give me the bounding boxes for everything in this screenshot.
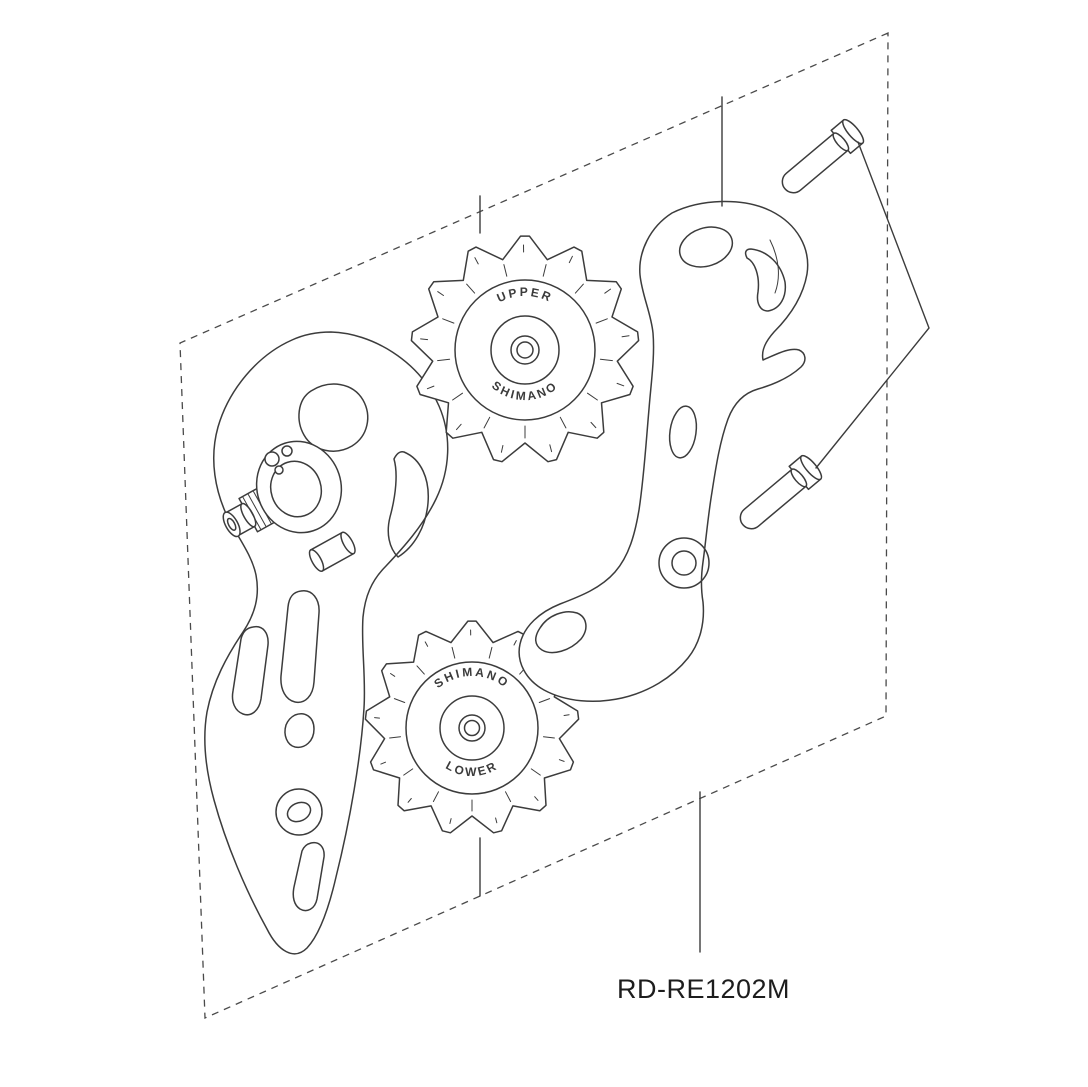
upper-pulley-gear [410, 235, 640, 463]
inner-plate-cutout [678, 226, 734, 268]
inner-plate-outline [518, 200, 809, 702]
inner-plate-cutout [744, 248, 787, 312]
lower-pulley-position-text: LOWER [444, 758, 501, 779]
pulley-hub [490, 315, 560, 385]
pulley-bolt-hole-outer [658, 537, 710, 589]
stopper-pin-body [309, 531, 355, 572]
bolt-head-face [799, 454, 823, 481]
outer-cage-plate [204, 331, 449, 955]
part-number-label: RD-RE1202M [617, 974, 790, 1004]
pulley-hub [439, 695, 505, 761]
inner-plate-cutout [668, 405, 698, 459]
cage-pivot-hole [286, 801, 312, 823]
cage-fixing-bolt-top [781, 118, 865, 194]
bolt-neck-ring [832, 132, 850, 152]
upper-pulley-position-text: UPPER [495, 285, 555, 305]
pulley-axle-hole-inner [463, 719, 481, 737]
axle-tip [222, 511, 241, 538]
stopper-pin-end [308, 548, 325, 572]
flange-detail-circle [281, 445, 293, 457]
axle-flange-inner-ring [269, 460, 323, 518]
pulley-bolt-hole-inner [671, 550, 697, 576]
axle-shoulder [240, 502, 257, 528]
flange-detail-circle [264, 451, 280, 467]
inner-cage-plate [518, 200, 809, 702]
b-axle-assembly [222, 440, 356, 572]
outer-plate-cutout [298, 383, 369, 452]
bolt-neck-ring [790, 468, 808, 488]
pulley-axle-hole [510, 335, 540, 365]
pulley-axle-hole [458, 714, 486, 742]
outer-plate-cutout [387, 451, 430, 558]
outer-plate-cutout [231, 625, 269, 716]
flange-detail-circle [274, 465, 284, 475]
axle-flange [255, 440, 343, 534]
outer-plate-cutout [284, 713, 315, 749]
pulley-axle-hole-inner [516, 341, 534, 359]
axle-tip-socket [226, 517, 237, 531]
outer-plate-outline [204, 331, 449, 955]
assembly-plane-dashed-border [179, 32, 889, 1019]
bolts-leader-line [815, 141, 930, 469]
cage-pivot-boss [275, 788, 323, 836]
pulley-tooth-detail-lines [420, 244, 630, 453]
stopper-pin [308, 531, 356, 572]
inner-plate-cutout [535, 611, 587, 654]
inner-plate-edge-detail [769, 239, 779, 294]
outer-plate-cutout [292, 841, 325, 912]
outer-plate-cutout [280, 590, 320, 704]
stopper-pin-end [340, 531, 356, 555]
upper-guide-pulley: UPPER SHIMANO [410, 235, 640, 463]
cage-fixing-bolt-bottom [739, 454, 823, 530]
bolt-head-face [841, 118, 865, 145]
